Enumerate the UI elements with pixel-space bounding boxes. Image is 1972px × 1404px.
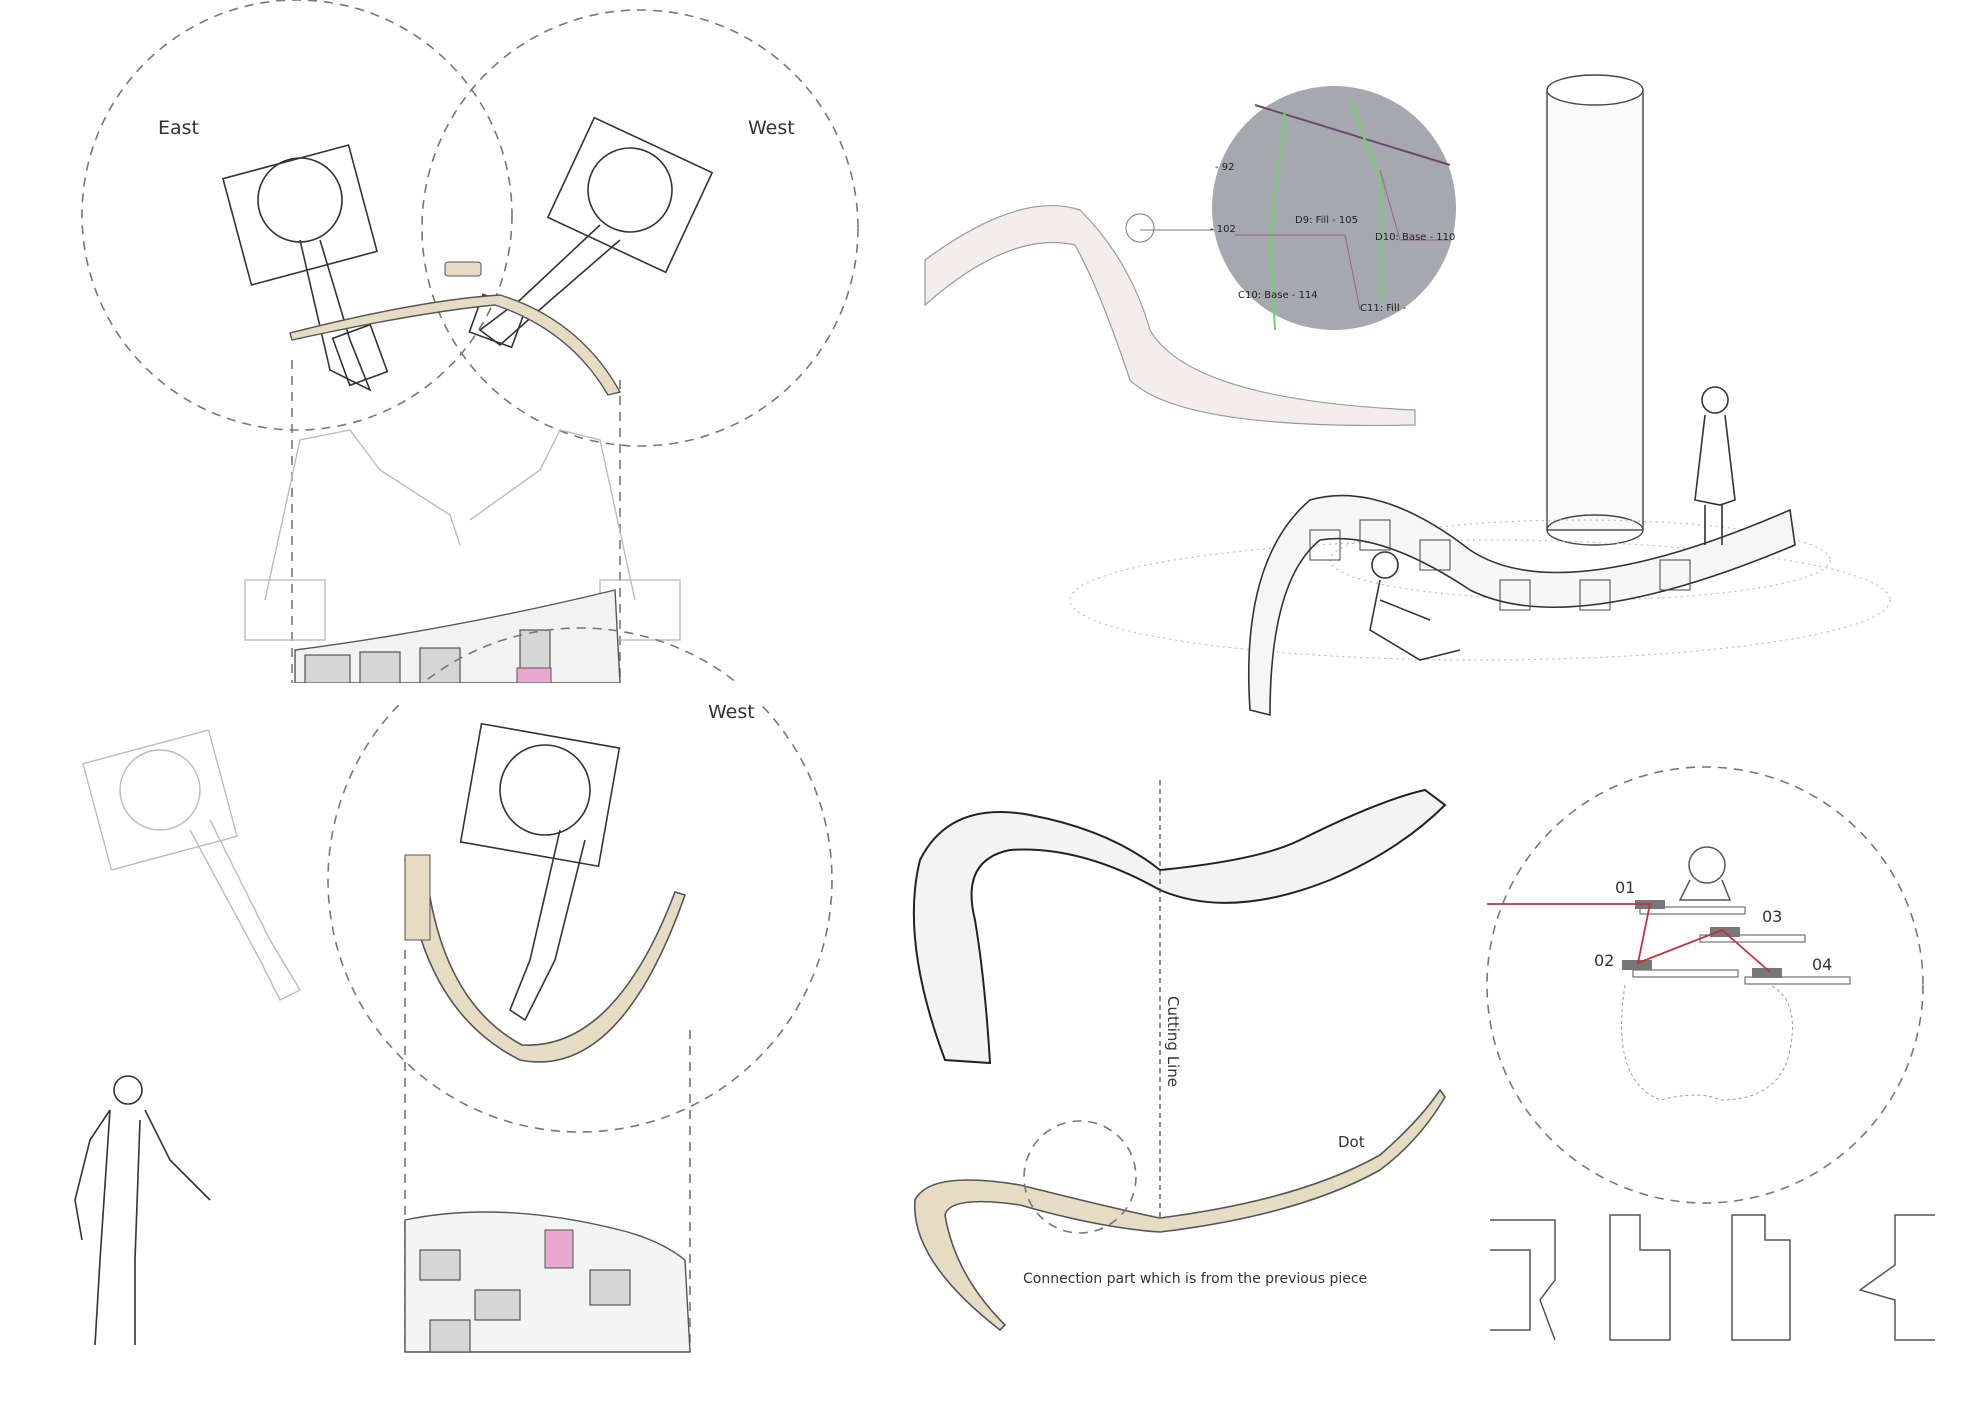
panel-top-right-render: - 92 - 102 D9: Fill - 105 D10: Base - 11… — [924, 74, 1891, 717]
detail-label: C10: Base - 114 — [1238, 290, 1318, 301]
robot-path — [1487, 903, 1771, 973]
brick-wall-sculpture — [1247, 494, 1796, 717]
ghost-robot-plan — [82, 729, 301, 1001]
label-east: East — [158, 117, 199, 139]
panel-bottom-left-robots: West — [74, 627, 833, 1353]
column — [1546, 74, 1644, 546]
highlighted-brick — [516, 667, 552, 684]
detail-zoom-circle: - 92 - 102 D9: Fill - 105 D10: Base - 11… — [1210, 86, 1456, 331]
formwork-curve-piece — [404, 859, 687, 1063]
wall-brick-pattern — [1309, 519, 1691, 611]
dot-label: Dot — [1338, 1133, 1365, 1151]
highlighted-brick-2 — [544, 1229, 574, 1269]
label-west-cut: West — [708, 701, 755, 723]
gravel-ground — [1069, 539, 1891, 661]
east-robot-reach-circle — [81, 0, 513, 431]
pick-place-detail-circle: 01 02 03 04 — [1486, 766, 1924, 1204]
detail-label: D9: Fill - 105 — [1295, 215, 1358, 226]
joint-profiles — [1490, 1214, 1935, 1341]
east-robot-plan — [221, 144, 389, 392]
formwork-handle — [444, 261, 482, 277]
label-west: West — [748, 117, 795, 139]
panel-top-left-robots: East West — [81, 0, 859, 684]
cutting-line-label: Cutting Line — [1164, 996, 1182, 1087]
panel-bottom-right-details: Cutting Line Dot Connection part which i… — [912, 766, 1935, 1341]
person-standing-woman — [1694, 386, 1736, 545]
formwork-plank — [404, 854, 431, 941]
person-sitting — [1369, 551, 1461, 661]
person-standing — [74, 1075, 211, 1346]
detail-label: C11: Fill - — [1360, 303, 1407, 314]
west-robot-plan-2 — [459, 722, 621, 1022]
west-robot-plan — [468, 116, 714, 349]
connection-detail-marker — [1023, 1120, 1137, 1234]
step-label-02: 02 — [1594, 951, 1614, 970]
ribbon-form — [912, 788, 1447, 1065]
panel-separator — [0, 683, 900, 705]
step-label-01: 01 — [1615, 878, 1635, 897]
formwork-piece — [289, 294, 622, 396]
bricks-2 — [419, 1249, 631, 1353]
west-robot-reach-circle — [421, 9, 859, 447]
callout-marker — [1125, 213, 1155, 243]
step-label-03: 03 — [1762, 907, 1782, 926]
detail-label: - 92 — [1215, 162, 1235, 173]
robot-elevation-ghosts — [244, 429, 681, 641]
detail-label: D10: Base - 110 — [1375, 232, 1455, 243]
formwork-plan-curve — [913, 1088, 1446, 1332]
bricks — [304, 629, 551, 684]
west-robot-reach-circle-2 — [327, 627, 833, 1133]
step-label-04: 04 — [1812, 955, 1832, 974]
connection-note: Connection part which is from the previo… — [1023, 1271, 1367, 1287]
detail-label: - 102 — [1210, 224, 1236, 235]
wall-render-model — [924, 204, 1416, 427]
